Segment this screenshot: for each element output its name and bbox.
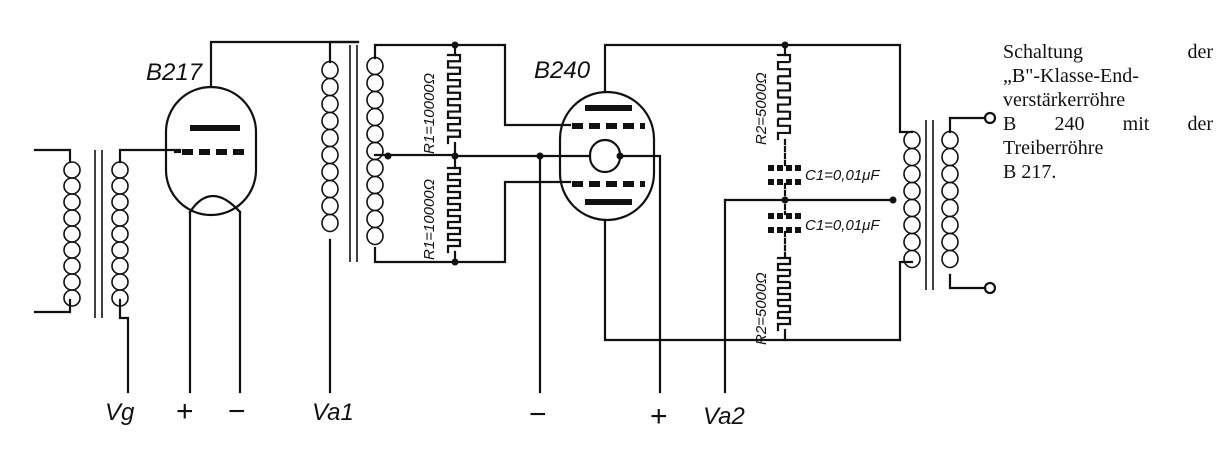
output-minus-label: − <box>529 398 547 431</box>
output-transformer-secondary-coil <box>941 130 959 269</box>
coil-turn <box>63 193 81 211</box>
coil-turn <box>366 226 384 246</box>
coil-turn <box>321 111 339 131</box>
coil-turn <box>111 177 129 195</box>
coil-turn <box>366 90 384 110</box>
coil-turn <box>941 249 959 269</box>
coil-turn <box>63 257 81 275</box>
coil-turn <box>321 196 339 216</box>
coil-turn <box>63 177 81 195</box>
driver-tube-label: B217 <box>146 59 204 86</box>
coil-turn <box>111 273 129 291</box>
input-transformer-primary-coil <box>63 161 81 307</box>
coil-turn <box>63 289 81 307</box>
coil-turn <box>63 273 81 291</box>
coil-turn <box>366 141 384 161</box>
r2-top-resistor <box>776 53 792 142</box>
coil-turn <box>941 181 959 201</box>
coil-turn <box>903 147 921 167</box>
output-filament <box>588 138 622 174</box>
coil-turn <box>903 249 921 269</box>
r1-bottom-label: R1=10000Ω <box>421 179 438 260</box>
terminal-labels: Vg + − Va1 − + Va2 <box>105 395 745 433</box>
coil-turn <box>63 225 81 243</box>
coil-turn <box>111 161 129 179</box>
coil-turn <box>366 56 384 76</box>
coil-turn <box>941 164 959 184</box>
coil-turn <box>321 162 339 182</box>
r1-resistors: R1=10000Ω R1=10000Ω <box>384 41 592 266</box>
coil-turn <box>111 225 129 243</box>
driver-minus-label: − <box>228 395 246 428</box>
interstage-transformer-secondary-coil <box>366 56 384 246</box>
coil-turn <box>903 198 921 218</box>
coil-turn <box>366 107 384 127</box>
coil-turn <box>63 209 81 227</box>
coil-turn <box>63 161 81 179</box>
coil-turn <box>366 124 384 144</box>
coil-turn <box>366 158 384 178</box>
input-transformer <box>33 148 182 394</box>
c1-bottom-label: C1=0,01μF <box>805 217 880 234</box>
coil-turn <box>941 215 959 235</box>
driver-plus-label: + <box>176 395 194 428</box>
coil-turn <box>903 181 921 201</box>
output-transformer-primary-coil <box>903 130 921 269</box>
caption-line: „B"-Klasse-End- <box>1003 65 1139 87</box>
coil-turn <box>903 130 921 150</box>
coil-turn <box>111 193 129 211</box>
coil-turn <box>321 128 339 148</box>
coil-turn <box>321 94 339 114</box>
output-terminal-top <box>983 111 997 125</box>
interstage-transformer <box>321 40 457 394</box>
coil-turn <box>111 241 129 259</box>
coil-turn <box>321 213 339 233</box>
coil-turn <box>366 73 384 93</box>
coil-turn <box>321 145 339 165</box>
output-tube: B240 <box>534 43 902 394</box>
interstage-transformer-primary-coil <box>321 60 339 233</box>
coil-turn <box>366 192 384 212</box>
coil-turn <box>366 209 384 229</box>
r2-bottom-label: R2=5000Ω <box>753 272 770 345</box>
coil-turn <box>903 215 921 235</box>
r2-c1-network: R2=5000Ω R2=5000Ω C1=0,01μF C1=0,01μF <box>723 41 914 394</box>
caption-line: Schaltung der <box>1003 41 1213 63</box>
coil-turn <box>321 179 339 199</box>
output-tube-label: B240 <box>534 57 591 84</box>
output-plus-label: + <box>650 400 668 433</box>
driver-tube: B217 <box>146 40 360 394</box>
vg-label: Vg <box>105 399 135 426</box>
coil-turn <box>111 209 129 227</box>
output-terminal-bottom <box>983 281 997 295</box>
caption-line: verstärkerröhre <box>1003 89 1126 111</box>
coil-turn <box>941 130 959 150</box>
r1-top-resistor <box>446 53 462 145</box>
r2-bottom-resistor <box>776 256 792 332</box>
input-transformer-secondary-coil <box>111 161 129 307</box>
coil-turn <box>903 232 921 252</box>
driver-filament <box>188 195 242 214</box>
caption-line: B 217. <box>1003 161 1057 183</box>
va2-label: Va2 <box>703 403 745 430</box>
r2-top-label: R2=5000Ω <box>753 72 770 145</box>
output-transformer <box>889 111 997 295</box>
va1-label: Va1 <box>312 399 354 426</box>
coil-turn <box>63 241 81 259</box>
coil-turn <box>903 164 921 184</box>
coil-turn <box>941 232 959 252</box>
r1-bottom-resistor <box>446 166 462 254</box>
coil-turn <box>321 77 339 97</box>
coil-turn <box>941 198 959 218</box>
figure-caption: Schaltung der „B"-Klasse-End- verstärker… <box>1003 40 1213 184</box>
c1-top-label: C1=0,01μF <box>805 167 880 184</box>
coil-turn <box>111 257 129 275</box>
coil-turn <box>321 60 339 80</box>
r1-top-label: R1=10000Ω <box>421 73 438 154</box>
coil-turn <box>366 175 384 195</box>
coil-turn <box>941 147 959 167</box>
caption-line: B 240 mit der <box>1003 113 1213 135</box>
caption-line: Treiberröhre <box>1003 137 1104 159</box>
